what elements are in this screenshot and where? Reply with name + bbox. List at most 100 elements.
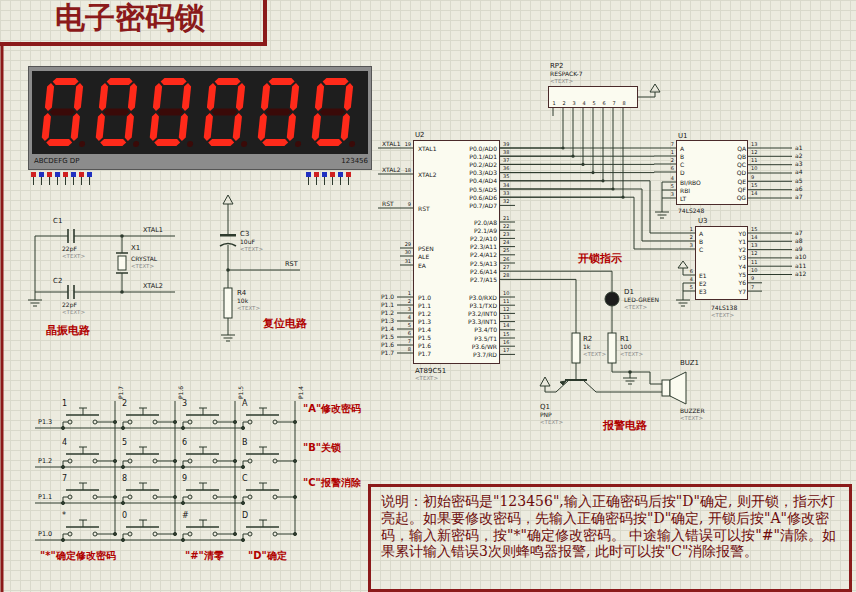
pin-name: B xyxy=(699,239,703,245)
pin-number: 30 xyxy=(405,250,411,255)
part-value: 74LS248 xyxy=(678,208,704,214)
key-label: 1 xyxy=(62,400,67,408)
pin-number: 28 xyxy=(503,273,509,278)
title-frame xyxy=(263,0,267,46)
reset-circuit xyxy=(223,195,233,204)
net-label: XTAL1 xyxy=(382,141,400,147)
pin-name: C xyxy=(680,162,684,168)
part-label: X1 xyxy=(131,245,140,252)
pin-name: P2.0/A8 xyxy=(474,220,497,226)
pin-number: 15 xyxy=(751,227,757,232)
wire xyxy=(500,108,603,181)
pin-number: 4 xyxy=(671,176,674,181)
pin-name: P0.7/AD7 xyxy=(469,203,497,209)
pin-number: 13 xyxy=(751,142,757,147)
net-label: a2 xyxy=(795,153,803,159)
alarm-circuit xyxy=(628,370,632,374)
alarm-circuit xyxy=(540,377,550,386)
pin-number: 2 xyxy=(563,101,566,106)
pin-name: A xyxy=(699,231,703,237)
net-label: a6 xyxy=(795,186,803,192)
decoder-pin-wire xyxy=(678,261,688,268)
pin-name: QF xyxy=(738,187,746,193)
pin-number: 12 xyxy=(751,150,757,155)
net-label: P1.6 xyxy=(178,386,184,399)
part-label: <TEXT> xyxy=(240,247,263,253)
pin-number: 13 xyxy=(503,315,509,320)
net-label: a4 xyxy=(795,169,803,175)
section-caption: 开锁指示 xyxy=(578,253,622,264)
pin-number: 2 xyxy=(671,158,674,163)
pin-name: P3.6/WR xyxy=(472,344,497,350)
key-annotation: "C"报警消除 xyxy=(303,478,361,488)
alarm-circuit xyxy=(540,292,686,404)
wire xyxy=(500,108,573,156)
decoder-pin-wire xyxy=(655,212,669,218)
display-pin-pad xyxy=(322,172,327,177)
part-label: PNP xyxy=(540,412,552,418)
reset-circuit xyxy=(220,234,236,237)
key-label: 3 xyxy=(182,400,187,408)
pin-number: 8 xyxy=(623,101,626,106)
net-label: a12 xyxy=(795,271,806,277)
part-label: <TEXT> xyxy=(131,264,154,270)
part-ref: RP2 xyxy=(550,63,564,70)
junction-dot xyxy=(591,171,594,174)
key-label: * xyxy=(62,512,66,520)
pin-name: P3.5/T1 xyxy=(474,336,497,342)
display-pin-pad xyxy=(39,172,44,177)
pin-number: 23 xyxy=(503,232,509,237)
pin-name: P1.0 xyxy=(418,295,431,301)
pin-number: 1 xyxy=(553,101,556,106)
display-pin-pad xyxy=(314,172,319,177)
pin-name: P2.2/A10 xyxy=(470,236,497,242)
pin-number: 3 xyxy=(690,243,693,248)
seven-segment-display xyxy=(95,78,146,147)
pin-number: 37 xyxy=(503,158,509,163)
pin-number: 32 xyxy=(503,199,509,204)
part-text: <TEXT> xyxy=(415,376,438,382)
pin-number: 9 xyxy=(751,175,754,180)
decoder-chip-box: U3ABCE1E2E3Y0Y1Y2Y3Y4Y5Y6Y774LS138<TEXT> xyxy=(695,226,748,300)
pin-number: 25 xyxy=(503,248,509,253)
keypad-matrix xyxy=(61,483,116,505)
keypad-matrix xyxy=(241,447,296,469)
part-ref: U3 xyxy=(698,218,708,225)
resistor-pack-wire xyxy=(650,84,660,92)
pin-name: P0.4/AD4 xyxy=(469,178,497,184)
pin-name: BI/RBO xyxy=(680,180,701,186)
pin-number: 6 xyxy=(603,101,606,106)
keypad-matrix xyxy=(121,408,176,430)
display-pin-pad xyxy=(31,172,36,177)
junction-dot xyxy=(621,196,624,199)
pin-name: PSEN xyxy=(418,246,434,252)
seven-segment-display xyxy=(28,66,372,170)
display-pin-pad xyxy=(306,172,311,177)
key-annotation: "A"修改密码 xyxy=(303,404,361,414)
part-ref: U2 xyxy=(415,132,425,139)
net-label: XTAL2 xyxy=(382,167,400,173)
part-text: <TEXT> xyxy=(711,313,734,319)
key-label: D xyxy=(242,512,248,520)
wire xyxy=(500,108,593,173)
net-label: a7 xyxy=(795,230,803,236)
wire xyxy=(500,108,623,197)
pin-number: 6 xyxy=(690,269,693,274)
keypad-matrix xyxy=(181,483,236,505)
keypad-matrix xyxy=(241,483,296,505)
pin-number: 7 xyxy=(408,339,411,344)
crystal-circuit xyxy=(68,229,128,299)
pin-name: QG xyxy=(737,195,746,201)
keypad-matrix xyxy=(35,428,243,540)
pin-name: P3.3/INT1 xyxy=(468,319,497,325)
display-pin-pad xyxy=(55,172,60,177)
reset-circuit xyxy=(220,244,236,247)
net-label: a8 xyxy=(795,238,803,244)
alarm-circuit xyxy=(612,306,662,384)
pin-name: Y1 xyxy=(739,239,746,245)
net-label: a3 xyxy=(795,161,803,167)
reset-circuit xyxy=(226,268,230,272)
pin-name: P2.3/A11 xyxy=(470,244,497,250)
pin-name: P3.7/RD xyxy=(473,352,497,358)
keypad-matrix xyxy=(121,483,176,505)
